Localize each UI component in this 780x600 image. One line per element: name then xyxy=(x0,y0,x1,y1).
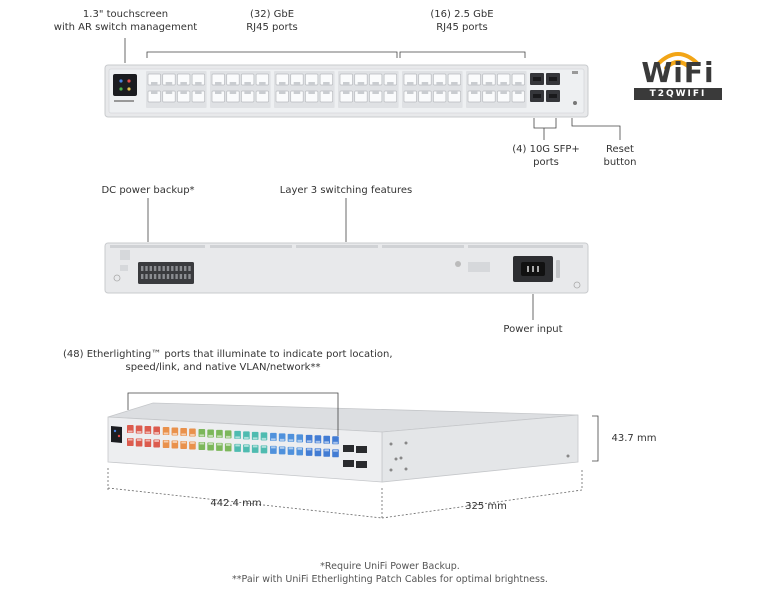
label-dc-backup: DC power backup* xyxy=(101,185,195,196)
label-sfp-ports: (4) 10G SFP+ports xyxy=(512,144,580,168)
footnote-2: **Pair with UniFi Etherlighting Patch Ca… xyxy=(232,574,548,585)
footnotes: *Require UniFi Power Backup. **Pair with… xyxy=(150,560,630,586)
label-depth: 325 mm xyxy=(465,501,507,512)
touchscreen[interactable] xyxy=(113,74,137,96)
label-layer3: Layer 3 switching features xyxy=(279,185,413,196)
brand-logo: WiFi T2QWIFI xyxy=(628,46,728,102)
brand-sub: T2QWIFI xyxy=(649,89,707,99)
footnote-1: *Require UniFi Power Backup. xyxy=(320,561,460,572)
brand-wordmark: WiFi xyxy=(641,56,715,89)
isometric-view xyxy=(107,402,579,483)
rear-callout-lines xyxy=(147,198,534,320)
dc-backup-connector[interactable] xyxy=(138,262,194,284)
label-etherlighting: (48) Etherlighting™ ports that illuminat… xyxy=(63,349,393,373)
rear-panel xyxy=(104,242,589,294)
reset-button[interactable] xyxy=(573,101,577,105)
label-power-input: Power input xyxy=(503,324,563,335)
iso-callout-lines xyxy=(127,392,599,462)
dimension-lines xyxy=(107,468,583,519)
label-height: 43.7 mm xyxy=(611,433,657,444)
label-width: 442.4 mm xyxy=(210,498,262,509)
front-callout-lines xyxy=(124,38,621,140)
front-panel xyxy=(104,64,589,118)
